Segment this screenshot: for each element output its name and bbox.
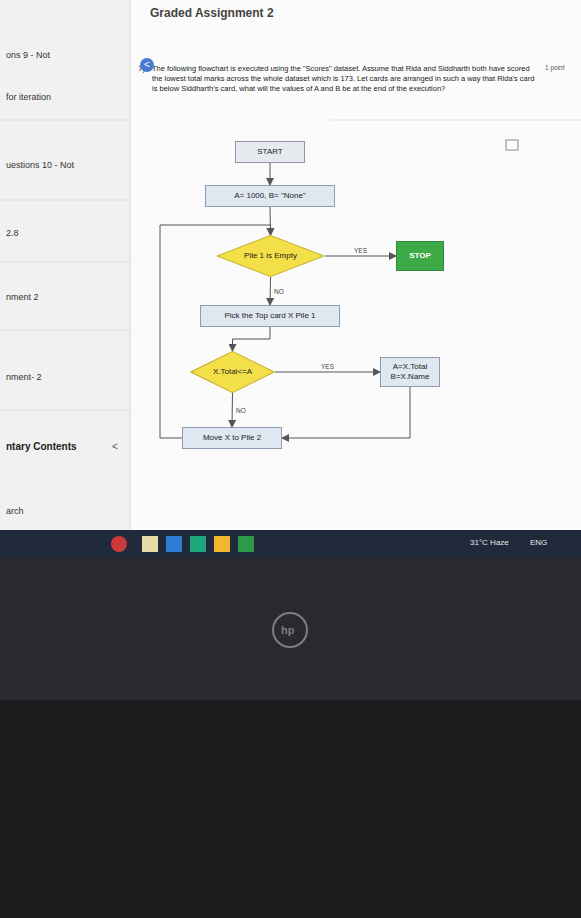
separator [0, 200, 130, 201]
taskbar-icon [238, 536, 254, 552]
page-label: arch [6, 506, 24, 518]
flow-connector [325, 256, 396, 257]
page-label: nment- 2 [6, 372, 42, 384]
edge-label: NO [236, 407, 246, 414]
flow-connector [270, 277, 272, 305]
hp-logo [273, 613, 307, 647]
process-box: A= 1000, B= "None" [205, 185, 335, 207]
page-label: 2.8 [6, 228, 19, 240]
page-label: for iteration [6, 92, 51, 104]
node-text: A= 1000, B= "None" [234, 191, 306, 201]
process-box: A=X.TotalB=X.Name [380, 357, 440, 387]
process-box: Move X to Pile 2 [182, 427, 282, 449]
page-label: 31°C Haze [470, 538, 509, 548]
node-text: B=X.Name [391, 372, 430, 382]
page-label: ENG [530, 538, 547, 548]
taskbar-icon [111, 536, 127, 552]
edge-label: YES [321, 363, 334, 370]
node-text: Pick the Top card X Pile 1 [224, 311, 315, 321]
node-text: Move X to Pile 2 [203, 433, 261, 443]
diamond-shape [191, 351, 274, 392]
laptop-bezel [0, 558, 581, 918]
taskbar-icon [166, 536, 182, 552]
process-box: Pick the Top card X Pile 1 [200, 305, 340, 327]
question-text: The following flowchart is executed usin… [152, 64, 537, 93]
separator [0, 262, 130, 263]
page-label: < [112, 440, 118, 453]
separator [0, 120, 130, 121]
node-text: Pile 1 is Empty [244, 251, 297, 261]
expand-icon [506, 140, 518, 150]
page-label: uestions 10 - Not [6, 160, 74, 172]
page-label: 1 point [545, 64, 565, 72]
laptop-body [0, 700, 581, 918]
stop-box: STOP [396, 241, 444, 271]
flow-connector [270, 163, 271, 185]
node-text: A=X.Total [393, 362, 427, 372]
edge-label: YES [354, 247, 367, 254]
taskbar-icon [142, 536, 158, 552]
taskbar-icon [190, 536, 206, 552]
page-label: ntary Contents [6, 440, 77, 453]
decision-diamond: X.Total<=A [190, 351, 275, 393]
taskbar [0, 530, 581, 558]
node-text: START [257, 147, 282, 157]
screen [0, 0, 581, 530]
edge-label: NO [274, 288, 284, 295]
separator [330, 120, 581, 121]
logo-text: hp [281, 623, 294, 637]
page-label: nment 2 [6, 292, 39, 304]
separator [0, 330, 130, 331]
sidebar [0, 0, 130, 530]
page-title: Graded Assignment 2 [150, 6, 274, 20]
node-text: X.Total<=A [213, 367, 252, 377]
flow-connector [282, 387, 410, 438]
start-box: START [235, 141, 305, 163]
sidebar-border [130, 0, 131, 530]
diamond-shape [217, 235, 324, 276]
node-text: STOP [409, 251, 431, 261]
decision-diamond: Pile 1 is Empty [216, 235, 325, 277]
taskbar-icon [214, 536, 230, 552]
flow-connector [232, 393, 234, 427]
flow-connector [233, 327, 271, 351]
separator [0, 410, 130, 411]
page-label: ons 9 - Not [6, 50, 50, 62]
page-label: < [140, 58, 154, 72]
flow-connector [275, 372, 380, 373]
